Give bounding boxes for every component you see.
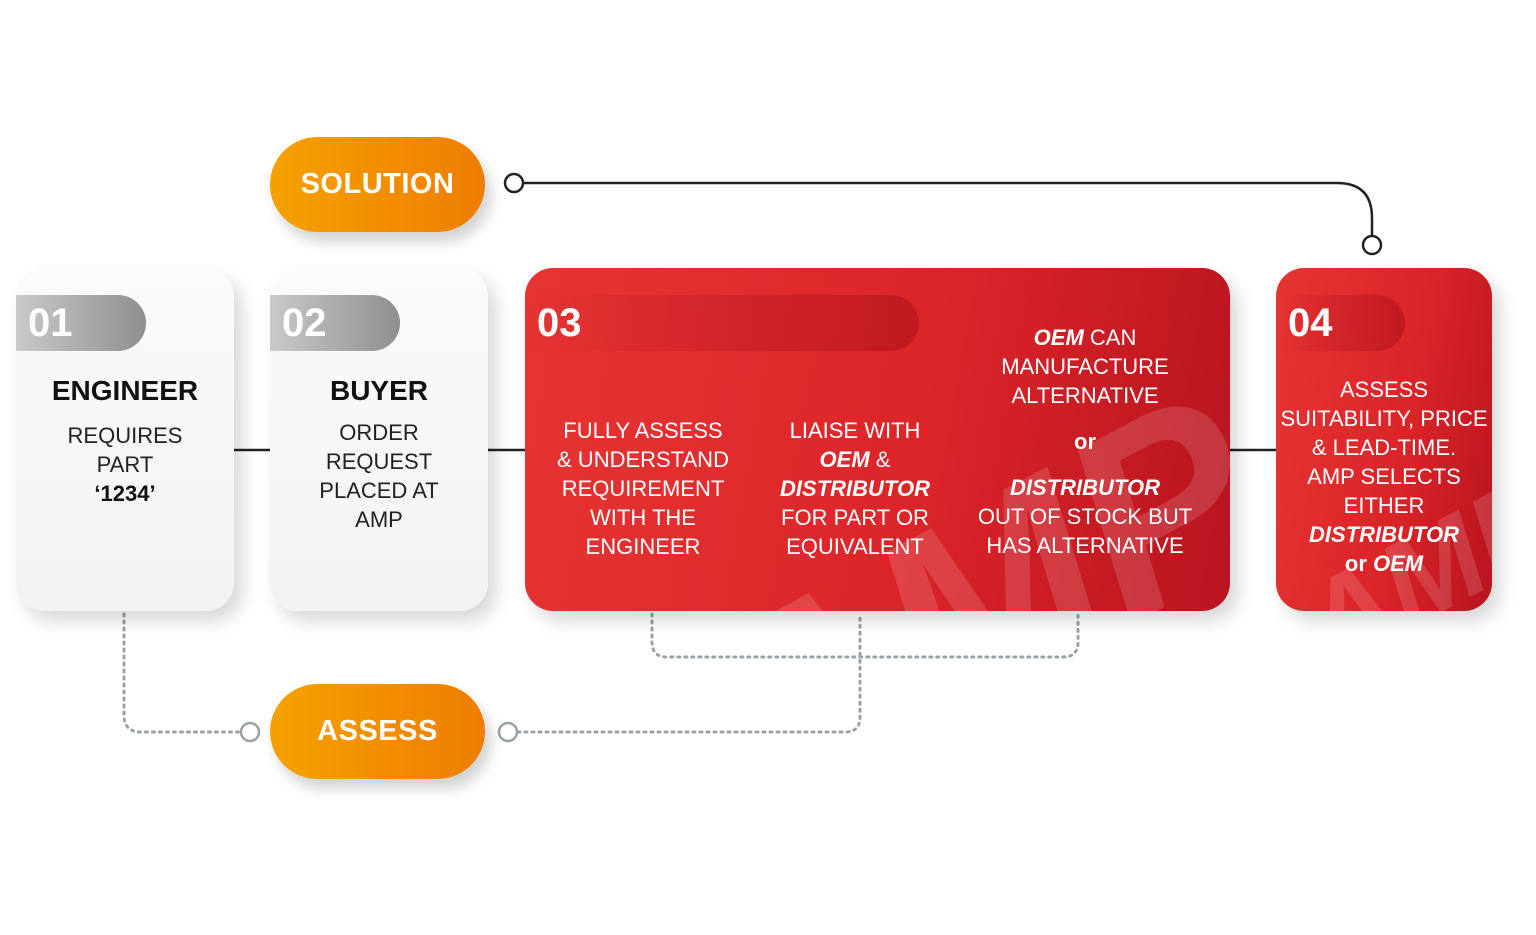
or-label: or [1074,429,1096,454]
text-line: REQUIREMENT [561,476,725,501]
step-03-col-liaise: LIAISE WITH OEM & DISTRIBUTOR FOR PART O… [755,416,955,561]
step-02-body: ORDER REQUEST PLACED AT AMP [270,418,488,534]
text-line: or OEM [1276,549,1492,578]
text-line: WITH THE [590,505,696,530]
text-line: MANUFACTURE [1001,354,1169,379]
step-02-heading: BUYER [329,375,428,406]
or-label: or [1344,551,1367,576]
step-03-card: AMP 03 FULLY ASSESS & UNDERSTAND REQUIRE… [525,268,1230,611]
spacer [965,410,1205,427]
assess-connector-left [122,612,243,734]
step-03-col-options: OEM CAN MANUFACTURE ALTERNATIVE or DISTR… [965,323,1205,560]
text-line: EITHER [1343,493,1425,518]
assess-label: ASSESS [317,715,438,747]
text-line: AMP SELECTS [1307,464,1461,489]
step-02-line: AMP [355,507,403,532]
step-01-line: PART [96,452,154,477]
step-01-part-number: ‘1234’ [94,481,156,506]
step-01-heading: ENGINEER [51,375,199,406]
text-line: OUT OF STOCK BUT [977,504,1193,529]
text-line: ASSESS [1339,377,1429,402]
solution-connector [523,181,1374,236]
step-03-col-assess: FULLY ASSESS & UNDERSTAND REQUIREMENT WI… [543,416,743,561]
oem-emphasis: OEM [1373,551,1424,576]
text-line: LIAISE WITH [789,418,921,443]
assess-connector-right [516,612,862,734]
text-line: ENGINEER [585,534,701,559]
spacer [965,456,1205,473]
step-04-body: ASSESS SUITABILITY, PRICE & LEAD-TIME. A… [1276,375,1492,578]
step-04-number: 04 [1276,295,1405,351]
solution-node-left [503,172,525,194]
step-01-number: 01 [16,295,146,351]
step-02-line: REQUEST [325,449,433,474]
step-01-body: REQUIRES PART ‘1234’ [16,421,234,508]
text-line: DISTRIBUTOR [1276,520,1492,549]
solution-label: SOLUTION [300,168,455,200]
step-02-line: PLACED AT [319,478,439,503]
solution-node-right [1361,234,1383,256]
text-line: FOR PART OR [781,505,929,530]
text-line: OEM CAN [965,323,1205,352]
text-line: SUITABILITY, PRICE [1280,406,1488,431]
text-line: DISTRIBUTOR [965,473,1205,502]
assess-node-right [497,721,519,743]
assess-bracket-03 [650,612,1080,659]
step-02-line: ORDER [339,420,419,445]
assess-node-left [239,721,261,743]
text-line: & LEAD-TIME. [1311,435,1457,460]
step-03-number: 03 [525,295,919,351]
text-line: & UNDERSTAND [557,447,729,472]
oem-emphasis: OEM [819,447,870,472]
step-02-number: 02 [270,295,400,351]
text-line: DISTRIBUTOR [755,474,955,503]
text-fragment: & [875,447,891,472]
step-01-line: REQUIRES [67,423,183,448]
text-line: ALTERNATIVE [1011,383,1159,408]
step-01-card: 01 ENGINEER REQUIRES PART ‘1234’ [16,268,234,611]
text-line: EQUIVALENT [786,534,924,559]
text-line: FULLY ASSESS [563,418,723,443]
assess-pill: ASSESS [270,684,485,779]
text-fragment: CAN [1083,325,1137,350]
distributor-emphasis: DISTRIBUTOR [780,476,930,501]
step-04-card: AMP 04 ASSESS SUITABILITY, PRICE & LEAD-… [1276,268,1492,611]
distributor-emphasis: DISTRIBUTOR [1010,475,1160,500]
distributor-emphasis: DISTRIBUTOR [1309,522,1459,547]
text-line: HAS ALTERNATIVE [986,533,1184,558]
text-line: OEM & [755,445,955,474]
step-02-card: 02 BUYER ORDER REQUEST PLACED AT AMP [270,268,488,611]
solution-pill: SOLUTION [270,137,485,232]
oem-emphasis: OEM [1033,325,1084,350]
